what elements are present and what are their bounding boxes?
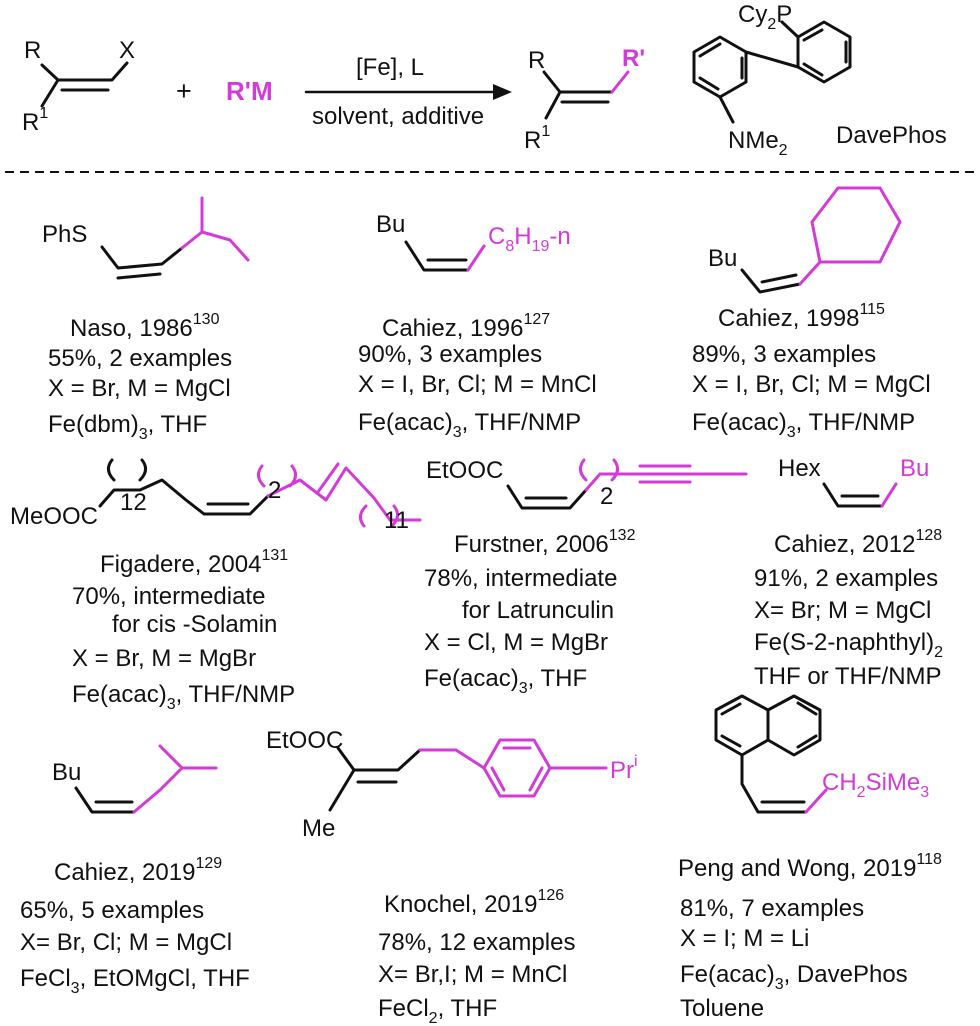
entry9-yield: 81%, 7 examples [680,895,864,922]
entry-peng-wong-2019: CH2SiMe3 Peng and Wong, 2019118 81%, 7 e… [678,694,942,1022]
reactant-alkene: R X R1 [22,37,135,136]
entry5-yield: 78%, intermediate [424,565,617,592]
entry2-yield: 90%, 3 examples [358,341,542,368]
entry7-group: Bu [52,759,81,786]
entry8-conditions: X= Br,I; M = MnCl [378,961,567,988]
entry9-conditions: X = I; M = Li [680,925,809,952]
entry5-yield-2: for Latrunculin [462,597,614,624]
entry1-author: Naso, 1986130 [70,311,220,342]
general-reaction: R X R1 + R'M [Fe], L solvent, additive R… [22,1,947,159]
entry6-group-m: Bu [900,455,929,482]
entry7-conditions: X= Br, Cl; M = MgCl [20,929,232,956]
entry6-author: Cahiez, 2012128 [774,527,942,558]
entry-cahiez-1998: Bu Cahiez, 1998115 89%, 3 examples X = I… [692,186,931,441]
conditions-bottom: solvent, additive [312,103,484,130]
entry2-author: Cahiez, 1996127 [382,311,550,342]
entry9-author: Peng and Wong, 2019118 [678,851,942,882]
entry5-catalyst: Fe(acac)3, THF [424,665,587,697]
entry3-author: Cahiez, 1998115 [718,301,885,332]
entry7-catalyst: FeCl3, EtOMgCl, THF [20,965,250,997]
entry3-catalyst: Fe(acac)3, THF/NMP [692,409,915,441]
entry7-yield: 65%, 5 examples [20,897,204,924]
entry6-yield: 91%, 2 examples [754,565,938,592]
entry6-catalyst-line2: THF or THF/NMP [754,663,942,690]
entry5-n1: 2 [600,483,613,510]
entry3-yield: 89%, 3 examples [692,341,876,368]
entry8-group-m: Pri [610,753,638,784]
reactant-r-label: R [24,37,41,64]
entry8-group-2: Me [302,815,335,842]
entry1-catalyst: Fe(dbm)3, THF [48,411,207,443]
entry2-group: Bu [376,211,405,238]
reactant-r1-label: R1 [22,105,48,136]
reagent-rm: R'M [226,76,273,106]
entry8-yield: 78%, 12 examples [378,929,575,956]
entry-cahiez-2019: Bu Cahiez, 2019129 65%, 5 examples X= Br… [20,744,250,997]
entry-knochel-2019: EtOOC Me Pri Knochel, 2019126 78%, 12 ex… [266,727,638,1026]
entry9-catalyst-line2: Toluene [680,995,764,1022]
entry5-group: EtOOC [426,457,503,484]
entry2-group-m: C8H19-n [488,223,571,255]
entry2-catalyst: Fe(acac)3, THF/NMP [358,409,581,441]
entry9-catalyst: Fe(acac)3, DavePhos [680,961,908,993]
entry-figadere-2004: MeOOC 12 2 11 Figadere, 2004131 70%, int… [10,458,422,713]
entry6-group: Hex [778,455,821,482]
ligand-pcy2-label: Cy2P [738,1,792,33]
reactant-x-label: X [119,37,135,64]
plus-sign: + [176,76,192,106]
entry-cahiez-2012: Hex Bu Cahiez, 2012128 91%, 2 examples X… [754,455,943,690]
entry4-yield-2: for cis -Solamin [112,611,277,638]
entry4-conditions: X = Br, M = MgBr [72,645,256,672]
product-r-label: R [528,47,545,74]
entry-furstner-2006: EtOOC 2 Furstner, 2006132 78%, intermedi… [424,457,748,697]
entry-naso-1986: PhS Naso, 1986130 55%, 2 examples X = Br… [42,196,250,443]
entry2-conditions: X = I, Br, Cl; M = MnCl [358,371,597,398]
entry4-author: Figadere, 2004131 [100,547,288,578]
product-r1-label: R1 [524,123,550,154]
entry5-author: Furstner, 2006132 [454,527,636,558]
entry7-author: Cahiez, 2019129 [54,855,222,886]
reaction-arrow: [Fe], L solvent, additive [304,54,512,130]
entry3-conditions: X = I, Br, Cl; M = MgCl [692,371,931,398]
product-alkene: R R' R1 [524,45,645,154]
entry9-group-m: CH2SiMe3 [822,769,929,801]
entry8-group: EtOOC [266,727,343,754]
entry8-author: Knochel, 2019126 [384,887,564,918]
entry1-group: PhS [42,221,87,248]
entry3-group: Bu [708,245,737,272]
entry1-yield: 55%, 2 examples [48,345,232,372]
entry4-yield: 70%, intermediate [72,583,265,610]
entry-cahiez-1996: Bu C8H19-n Cahiez, 1996127 90%, 3 exampl… [358,211,597,441]
entry4-group: MeOOC [10,503,98,530]
davephos-structure: Cy2P NMe2 DavePhos [692,1,947,159]
entry4-n3: 11 [384,507,409,534]
entry8-catalyst: FeCl2, THF [378,995,497,1026]
entry4-n1: 12 [120,489,147,516]
entry5-conditions: X = Cl, M = MgBr [424,629,608,656]
conditions-top: [Fe], L [356,54,424,81]
entry1-conditions: X = Br, M = MgCl [48,375,231,402]
ligand-name: DavePhos [836,122,947,149]
entry6-conditions: X= Br; M = MgCl [754,597,931,624]
entry4-n2: 2 [268,477,281,504]
ligand-nme2-label: NMe2 [728,127,788,159]
product-rprime-label: R' [622,45,645,72]
entry4-catalyst: Fe(acac)3, THF/NMP [72,681,295,713]
entry6-catalyst: Fe(S-2-naphthyl)2 [754,629,943,661]
